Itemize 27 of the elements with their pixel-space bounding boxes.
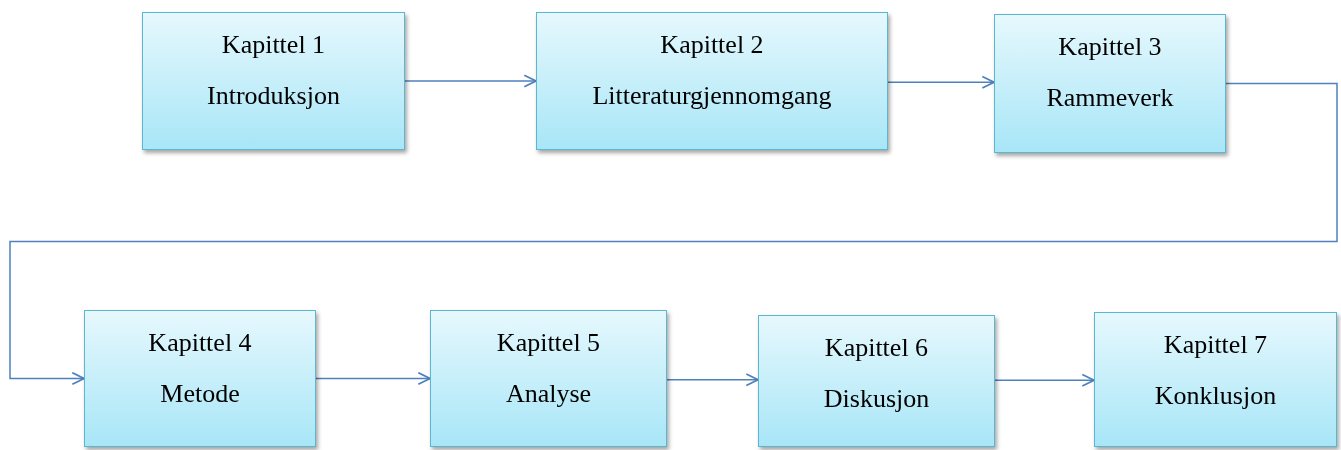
chapter-number: Kapittel 6 [824,332,929,364]
chapter-title: Konklusjon [1154,380,1277,412]
chapter-number: Kapittel 2 [660,29,764,61]
chapter-box [84,310,316,447]
chapter-number: Kapittel 7 [1163,329,1268,361]
arrow [404,74,537,88]
chapter-box [758,315,995,447]
chapter-number: Kapittel 3 [1058,31,1162,63]
chapter-number: Kapittel 4 [148,327,252,359]
chapter-number: Kapittel 1 [221,29,326,61]
arrow [9,82,1338,386]
arrow [887,75,995,89]
chapter-box [1094,312,1337,447]
chapter-title: Litteraturgjennomgang [592,80,832,112]
chapter-title: Introduksjon [207,80,340,112]
chapter-number: Kapittel 5 [496,327,601,359]
chapter-box [430,310,667,447]
chapter-title: Metode [160,378,240,410]
chapter-title: Diskusjon [823,383,930,415]
chapter-box [536,12,888,150]
arrow [666,373,759,387]
arrow [994,373,1095,387]
chapter-title: Analyse [505,378,592,410]
chapter-box [142,12,405,150]
arrow [315,371,431,386]
chapter-box [994,14,1226,153]
chapter-title: Rammeverk [1046,82,1174,114]
